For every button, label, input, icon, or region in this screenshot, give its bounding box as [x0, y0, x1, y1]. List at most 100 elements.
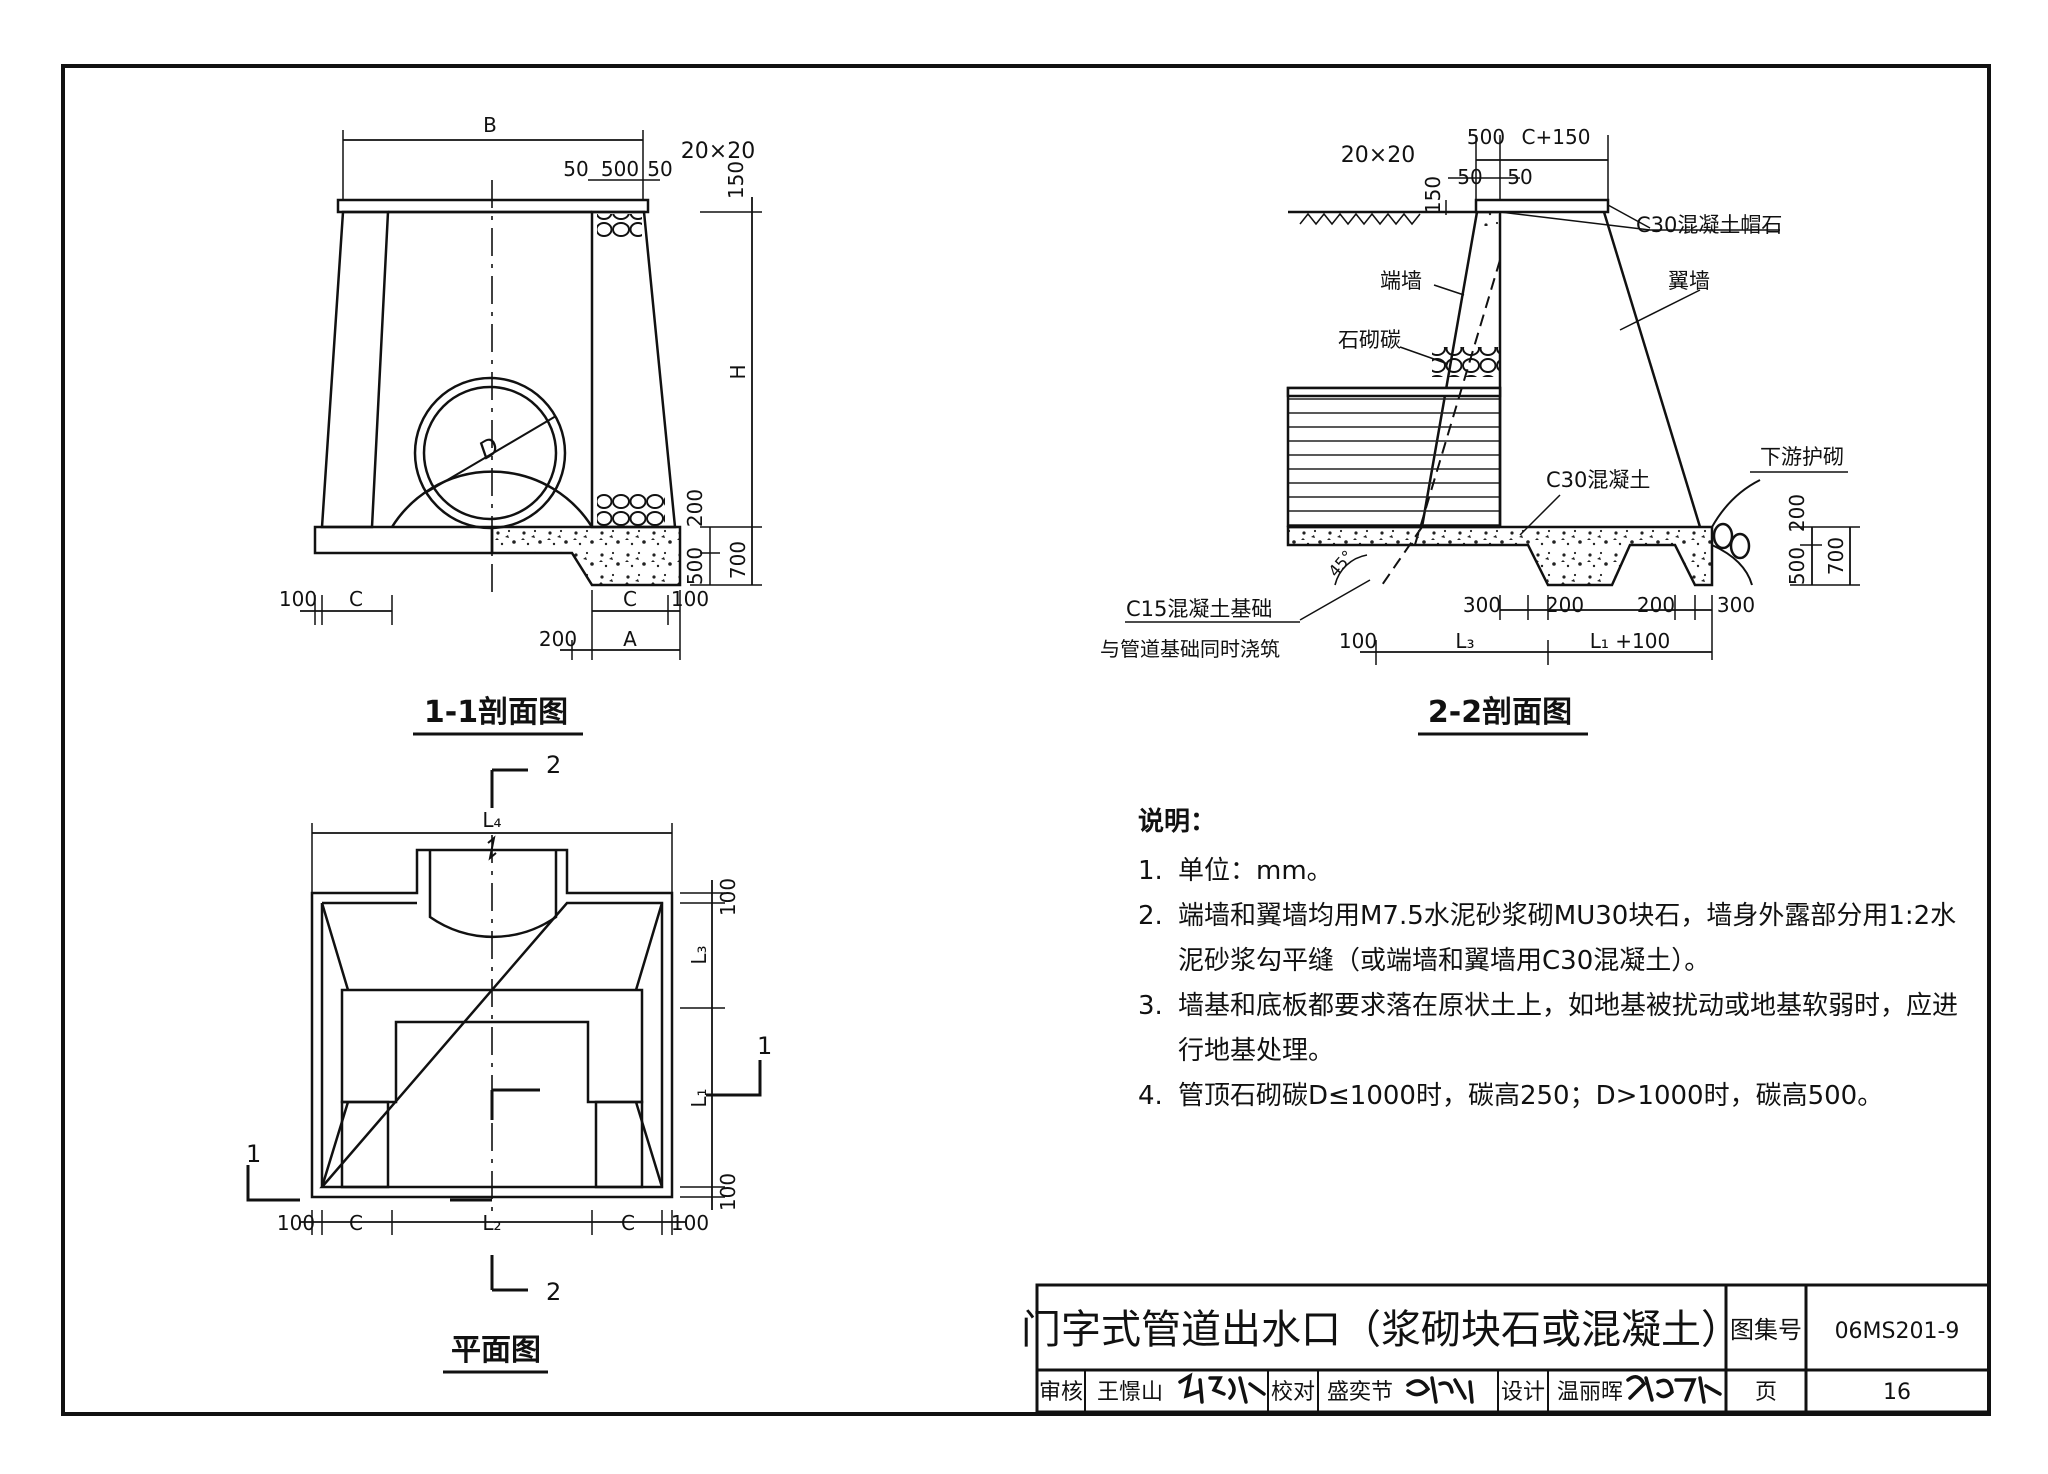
- dim-B: B: [483, 113, 497, 137]
- label-c15: C15混凝土基础: [1126, 597, 1272, 621]
- dim-50: 50: [1507, 165, 1532, 189]
- signature-check: [1406, 1376, 1474, 1404]
- note-text: 墙基和底板都要求落在原状土上，如地基被扰动或地基软弱时，应进行地基处理。: [1178, 991, 1959, 1066]
- section-2-2-labels: 500 C+150 20×20 50 50 150 C30混凝土帽石 端墙 翼墙…: [1100, 125, 1848, 730]
- base-footing: [490, 525, 682, 587]
- signature-design: [1626, 1375, 1722, 1404]
- design-name: 温丽晖: [1557, 1380, 1623, 1405]
- dim-H: H: [726, 364, 750, 379]
- dim-45: 45°: [1325, 547, 1358, 581]
- note-item: 1. 单位：mm。: [1138, 849, 1958, 894]
- note-number: 3.: [1138, 991, 1163, 1021]
- ground-hatch: [1299, 212, 1421, 226]
- dim-L4: L₄: [482, 808, 501, 832]
- cut-label-2: 2: [546, 1278, 561, 1306]
- design-label: 设计: [1501, 1380, 1545, 1405]
- label-c30: C30混凝土: [1546, 468, 1650, 492]
- cut-1-left: [246, 1165, 300, 1202]
- notes-heading: 说明：: [1138, 807, 1217, 837]
- dim-500: 500: [1467, 125, 1505, 149]
- dim-50: 50: [563, 157, 588, 181]
- dim-100: 100: [671, 587, 709, 611]
- dim-100: 100: [716, 878, 740, 916]
- atlas-label: 图集号: [1730, 1316, 1802, 1344]
- dim-200: 200: [539, 627, 577, 651]
- label-downstream: 下游护砌: [1760, 445, 1844, 469]
- dim-150: 150: [1421, 176, 1445, 214]
- stone-bottom: [597, 494, 665, 527]
- pipe-inner: [422, 385, 558, 521]
- dim-50: 50: [1457, 165, 1482, 189]
- section-1-1-title: 1-1剖面图: [424, 695, 568, 730]
- label-end-wall: 端墙: [1380, 269, 1422, 293]
- dim-A: A: [623, 627, 637, 651]
- plan-labels: L₄ 100 L₃ L₁ 100 100 C L₂ C 100 2 2 1 1 …: [246, 751, 772, 1368]
- check-name: 盛奕节: [1327, 1380, 1393, 1405]
- title-block: [1035, 1283, 1991, 1414]
- dim-50: 50: [647, 157, 672, 181]
- review-name: 王憬山: [1097, 1380, 1163, 1405]
- dim-500: 500: [683, 547, 707, 585]
- note-number: 2.: [1138, 901, 1163, 931]
- dim-200: 200: [1637, 593, 1675, 617]
- dim-L3: L₃: [687, 945, 711, 964]
- note-item: 3. 墙基和底板都要求落在原状土上，如地基被扰动或地基软弱时，应进行地基处理。: [1138, 984, 1958, 1074]
- left-wall: [320, 210, 390, 529]
- plan-title: 平面图: [451, 1333, 541, 1368]
- dim-L1-100: L₁ +100: [1590, 629, 1670, 653]
- dim-C: C: [349, 587, 363, 611]
- downstream-riprap: [1711, 479, 1761, 586]
- drawing-title: 门字式管道出水口（浆砌块石或混凝土）: [1021, 1307, 1741, 1353]
- section-1-1-labels: B 50 500 50 20×20 150 H D 200 500 700 10…: [279, 113, 755, 730]
- dim-100: 100: [1339, 629, 1377, 653]
- note-item: 4. 管顶石砌碳D≤1000时，碳高250；D>1000时，碳高500。: [1138, 1074, 1958, 1119]
- dim-150: 150: [724, 161, 748, 199]
- title-block-text: 门字式管道出水口（浆砌块石或混凝土） 图集号 06MS201-9 审核 王憬山 …: [1021, 1307, 1959, 1405]
- base-slab: [313, 525, 494, 555]
- note-number: 1.: [1138, 856, 1163, 886]
- section-2-2: [1125, 135, 1860, 665]
- dim-20x20: 20×20: [681, 139, 755, 164]
- dim-100: 100: [279, 587, 317, 611]
- dim-500: 500: [1785, 547, 1809, 585]
- wing-wall-face: [1602, 211, 1702, 528]
- dim-c150: C+150: [1522, 125, 1591, 149]
- label-stone-arch: 石砌碳: [1338, 328, 1401, 352]
- cap-slab: [336, 198, 650, 214]
- page-number: 16: [1883, 1380, 1911, 1405]
- dim-L2: L₂: [482, 1211, 501, 1235]
- check-label: 校对: [1271, 1380, 1315, 1405]
- plan-outer: [310, 848, 674, 1199]
- cap-stone: [1474, 198, 1610, 214]
- cut-label-2: 2: [546, 751, 561, 779]
- signatures: [1178, 1372, 1722, 1404]
- label-c15-note: 与管道基础同时浇筑: [1100, 637, 1280, 661]
- stone-top: [597, 214, 642, 238]
- right-wall: [590, 210, 677, 529]
- note-text: 单位：mm。: [1178, 856, 1333, 886]
- section-2-2-title: 2-2剖面图: [1428, 695, 1572, 730]
- atlas-number: 06MS201-9: [1835, 1319, 1960, 1344]
- page-label: 页: [1755, 1380, 1777, 1405]
- notes-section: 说明： 1. 单位：mm。 2. 端墙和翼墙均用M7.5水泥砂浆砌MU30块石，…: [1138, 800, 1958, 1119]
- dim-C: C: [349, 1211, 363, 1235]
- pipe-outer: [413, 376, 567, 530]
- sheet-border: [61, 64, 1991, 1416]
- dim-300: 300: [1463, 593, 1501, 617]
- dim-100: 100: [716, 1173, 740, 1211]
- dim-D: D: [474, 432, 504, 465]
- dim-500: 500: [601, 157, 639, 181]
- dim-20x20: 20×20: [1341, 143, 1415, 168]
- pipe-body: [1286, 386, 1502, 528]
- dim-C: C: [623, 587, 637, 611]
- section-1-1: [300, 130, 762, 660]
- dim-L1: L₁: [687, 1088, 711, 1107]
- cut-2-top: [490, 768, 528, 808]
- dim-L3: L₃: [1455, 629, 1474, 653]
- dim-200: 200: [683, 489, 707, 527]
- note-text: 管顶石砌碳D≤1000时，碳高250；D>1000时，碳高500。: [1178, 1081, 1884, 1111]
- dim-100: 100: [277, 1211, 315, 1235]
- note-item: 2. 端墙和翼墙均用M7.5水泥砂浆砌MU30块石，墙身外露部分用1:2水泥砂浆…: [1138, 894, 1958, 984]
- cut-1-right: [706, 1060, 762, 1097]
